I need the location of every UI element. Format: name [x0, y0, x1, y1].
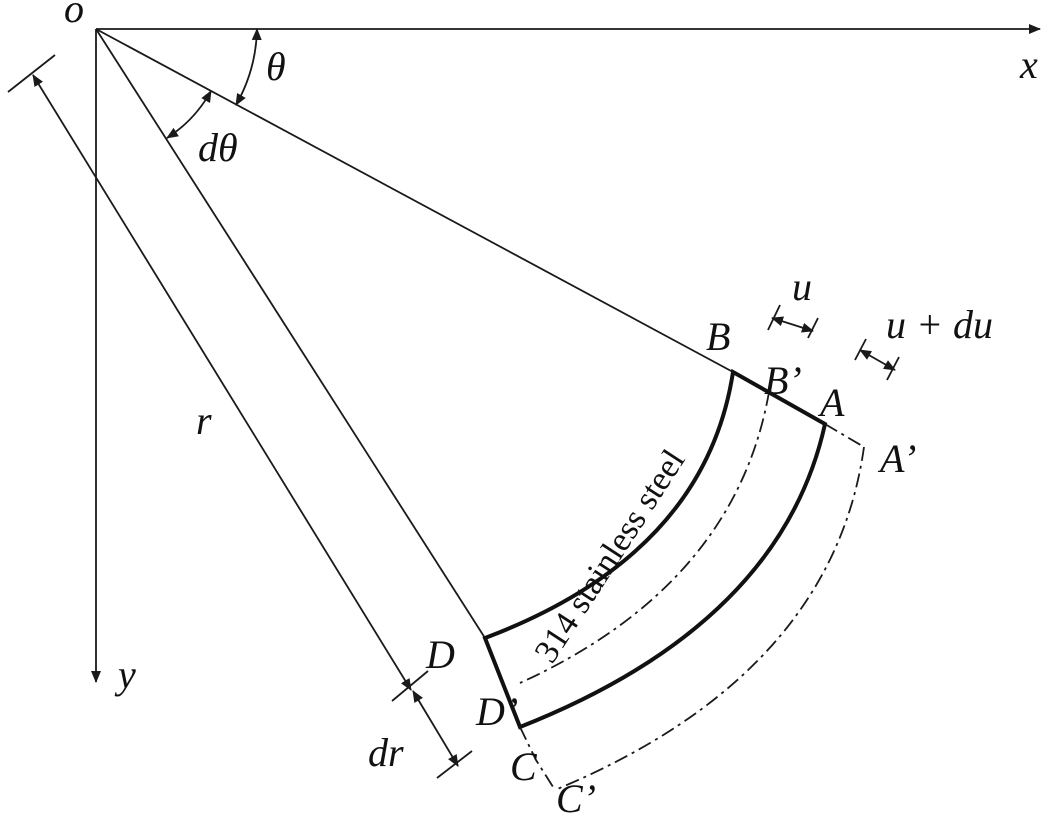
u-extension-tick-right — [807, 317, 819, 339]
theta-angle-arc — [235, 28, 262, 106]
origin-label: o — [64, 0, 84, 31]
y-axis-label: y — [114, 652, 136, 697]
point-b-prime-label: B’ — [764, 358, 802, 403]
u-du-dimension-line — [859, 349, 896, 371]
material-label: 314 stainless steel — [528, 443, 693, 669]
displaced-edge-b-prime-d-prime — [519, 391, 770, 684]
u-extension-tick-left — [767, 304, 781, 331]
dr-dimension-line — [412, 690, 459, 767]
point-c-label: C — [510, 744, 538, 789]
x-axis-label: x — [1019, 42, 1038, 87]
point-d-label: D — [425, 632, 455, 677]
displaced-edge-a-a-prime — [824, 423, 865, 448]
radial-line-lower — [95, 28, 486, 639]
r-extension-tick-bottom — [391, 670, 429, 702]
point-c-prime-label: C’ — [556, 776, 596, 821]
radial-line-upper — [95, 28, 734, 373]
radius-label: r — [196, 398, 212, 443]
point-a-prime-label: A’ — [877, 436, 916, 481]
d-theta-label: dθ — [198, 125, 238, 170]
r-dimension-line — [32, 74, 412, 691]
point-b-label: B — [706, 314, 730, 359]
d-radius-label: dr — [368, 730, 404, 775]
point-d-prime-label: D’ — [475, 689, 518, 734]
displaced-edge-c-c-prime — [519, 726, 556, 791]
u-label: u — [792, 264, 812, 309]
r-extension-tick-top — [7, 54, 56, 93]
element-abcd — [482, 368, 828, 730]
displaced-edge-a-prime-c-prime — [554, 446, 865, 791]
u-du-label: u + du — [886, 302, 993, 347]
point-a-label: A — [817, 380, 845, 425]
theta-label: θ — [266, 44, 286, 89]
dr-extension-tick — [436, 750, 473, 779]
u-dimension-line — [771, 316, 814, 333]
